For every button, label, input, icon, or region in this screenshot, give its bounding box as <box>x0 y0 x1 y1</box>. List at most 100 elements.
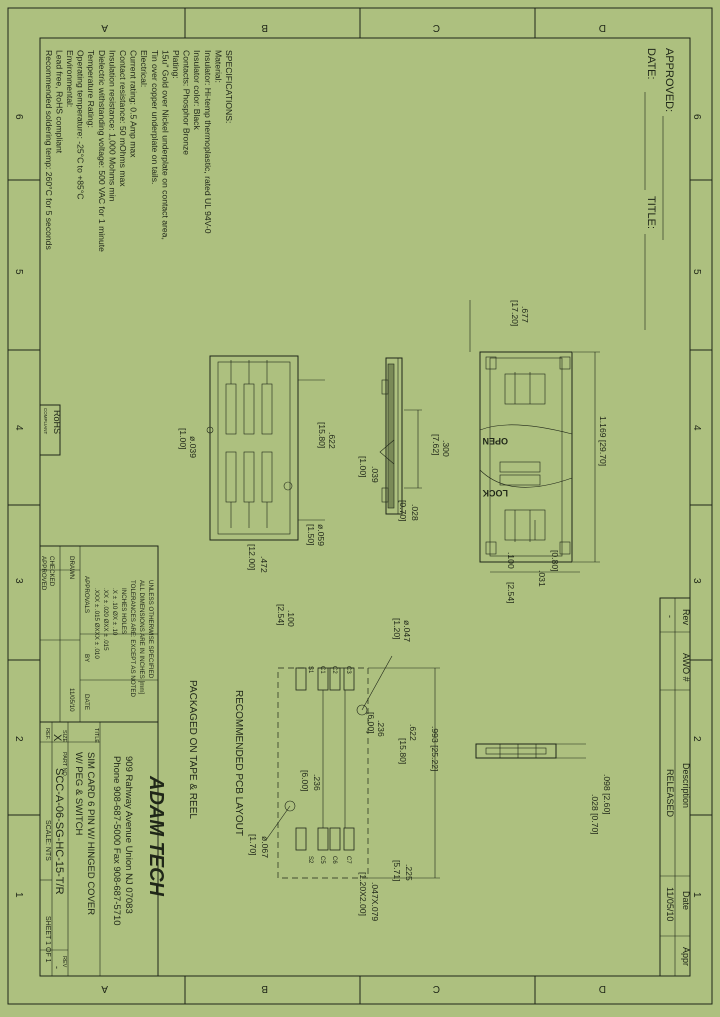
zone-right-1: 1 <box>691 892 702 898</box>
ref-label: REF. <box>44 728 50 740</box>
dim-dia-039: ø.039 <box>188 436 198 458</box>
revision-block: Rev AWO # Description Date Appr - RELEAS… <box>659 597 691 977</box>
pcb-dim-100-mm: [2.54] <box>276 604 286 626</box>
approvals-date: DATE <box>83 694 90 710</box>
part-label: PART NO. <box>61 752 67 778</box>
spec-line: Material: <box>213 50 223 83</box>
rev-header-description: Description <box>681 763 691 808</box>
rev-date: 11/05/10 <box>665 887 675 921</box>
spec-line: 15u" Gold over Nickel underplate on cont… <box>160 50 170 240</box>
rohs-badge: RoHS COMPLIANT <box>39 404 62 456</box>
date-label: DATE: <box>645 48 657 80</box>
zone-top-d: D <box>599 22 606 33</box>
pad-label-c5: C5 <box>319 856 325 864</box>
pcb-dim-225: .225 <box>404 864 414 881</box>
pad-label-c2: C2 <box>331 666 337 674</box>
title-line-1: SIM CARD 6 PIN W/ HINGED COVER <box>85 752 96 915</box>
spec-line: SPECIFICATIONS: <box>224 50 234 123</box>
pcb-dim-622: .622 <box>408 724 418 741</box>
approvals-by: BY <box>83 654 90 662</box>
approvals-header: APPROVALS <box>83 576 90 613</box>
end-view: .098 [2.60] .028 [0.70] <box>475 743 612 835</box>
rev-header-awo: AWO # <box>681 653 691 682</box>
zone-right-6: 6 <box>691 114 702 120</box>
side-view: .300 [7.62] .039 [1.00] .028 [0.70] <box>358 357 451 522</box>
pcb-dim-236b-mm: [6.00] <box>300 770 310 792</box>
pcb-dim-236b: .236 <box>312 774 322 791</box>
spec-line: Tin over copper underplate on tails. <box>150 50 160 184</box>
tol-line-4: INCHES HOLES <box>120 588 127 634</box>
pcb-dim-993: .993 [25.22] <box>430 726 440 771</box>
spec-line: Environmental: <box>65 50 75 107</box>
sheet: SHEET 1 OF 1 <box>44 916 51 963</box>
lock-label: LOCK <box>482 488 508 498</box>
spec-line: Operating temperature: -25°C to +85°C <box>76 50 86 199</box>
drawn-date: 11/05/10 <box>68 688 75 712</box>
dim-100-mm: [2.54] <box>506 582 516 604</box>
pcb-pads-bottom: S2 C5 C6 C7 <box>295 827 355 864</box>
tol-line-1: UNLESS OTHERWISE SPECIFIED <box>147 580 154 679</box>
tol-line-2: ALL DIMENSIONS ARE IN INCHES [mm] <box>138 580 145 695</box>
spec-line: Dielectric withstanding voltage: 500 VAC… <box>97 50 107 252</box>
zone-left-2: 2 <box>13 736 24 742</box>
spec-line: Electrical: <box>139 50 149 87</box>
dim-677-mm: [17.20] <box>510 300 520 326</box>
rev-header-date: Date <box>681 891 691 910</box>
size-value: X <box>51 734 63 742</box>
spec-line: Insulation resistance: 1,000 Mohms min <box>107 50 117 202</box>
spec-line: Recommended soldering temp: 260°C for 5 … <box>44 50 54 250</box>
spec-line: Current rating: 0.5 Amp max <box>129 50 139 158</box>
dim-028: .028 <box>410 504 420 521</box>
pad-label-s1: S1 <box>307 666 313 674</box>
approved-label-tb: APPROVED <box>40 556 47 591</box>
zone-bot-c: C <box>433 983 440 994</box>
rev-header-rev: Rev <box>681 609 691 626</box>
approval-block: APPROVED: DATE: TITLE: <box>644 48 675 330</box>
zone-bot-d: D <box>599 983 606 994</box>
title-block: ADAM TECH 909 Rahway Avenue Union NJ 070… <box>39 721 167 977</box>
zone-right-3: 3 <box>691 578 702 584</box>
specifications: SPECIFICATIONS:Material:Insulator: Hi-te… <box>44 50 234 252</box>
tol-line-6: .XX ± .020 ØXX ± .015 <box>102 588 109 651</box>
dim-039-mm: [1.00] <box>358 456 368 478</box>
dim-028-mm: [0.70] <box>398 500 408 522</box>
open-label: OPEN <box>482 436 508 446</box>
spec-line: Lead free, RoHS compliant <box>54 50 64 154</box>
company-name: ADAM TECH <box>145 775 167 897</box>
bottom-view: .622 [15.80] .472 [12.00] ø.039 [1.00] ø… <box>178 355 337 573</box>
zone-top-c: C <box>433 22 440 33</box>
pcb-dim-236a-mm: [6.00] <box>366 712 376 734</box>
spec-line: Insulator color: Black <box>192 50 202 130</box>
pcb-dim-047: ø.047 <box>402 620 412 642</box>
rev-label-tb: REV <box>61 956 67 968</box>
spec-line: Contacts: Phosphor Bronze <box>182 50 192 155</box>
zone-top-a: A <box>101 22 108 33</box>
dim-031-mm: [0.80] <box>550 550 560 572</box>
pcb-dim-047x079-mm: [1.20X2.00] <box>358 872 368 916</box>
pad-label-c7: C7 <box>345 856 351 864</box>
notes: RECOMMENDED PCB LAYOUT PACKAGED ON TAPE … <box>187 680 244 836</box>
dim-039: .039 <box>370 466 380 483</box>
pad-label-s2: S2 <box>307 856 313 864</box>
approved-label: APPROVED: <box>663 48 675 112</box>
zone-left-3: 3 <box>13 578 24 584</box>
rohs-compliant: COMPLIANT <box>43 408 48 435</box>
scale: SCALE: NTS <box>44 820 51 861</box>
zone-top-b: B <box>261 22 268 33</box>
packaging-note: PACKAGED ON TAPE & REEL <box>187 680 198 819</box>
checked-label: CHECKED <box>48 556 55 587</box>
dim-472: .472 <box>259 556 269 573</box>
pad-label-c1: C1 <box>319 666 325 674</box>
zone-right-5: 5 <box>691 269 702 275</box>
pcb-dim-067: ø.067 <box>260 836 270 858</box>
drawing-frame <box>7 7 713 1005</box>
dim-300-mm: [7.62] <box>431 434 441 456</box>
pcb-layout: S1 C1 C2 C3 S2 C5 C6 C7 .100 [2.54] ø.04… <box>248 604 440 921</box>
dim-300: .300 <box>441 440 451 457</box>
zone-left-1: 1 <box>13 892 24 898</box>
rev-description: RELEASED <box>665 769 675 818</box>
tol-line-7: .XXX ± .015 ØXXX ± .010 <box>93 588 100 659</box>
rohs-text: RoHS <box>52 410 62 434</box>
